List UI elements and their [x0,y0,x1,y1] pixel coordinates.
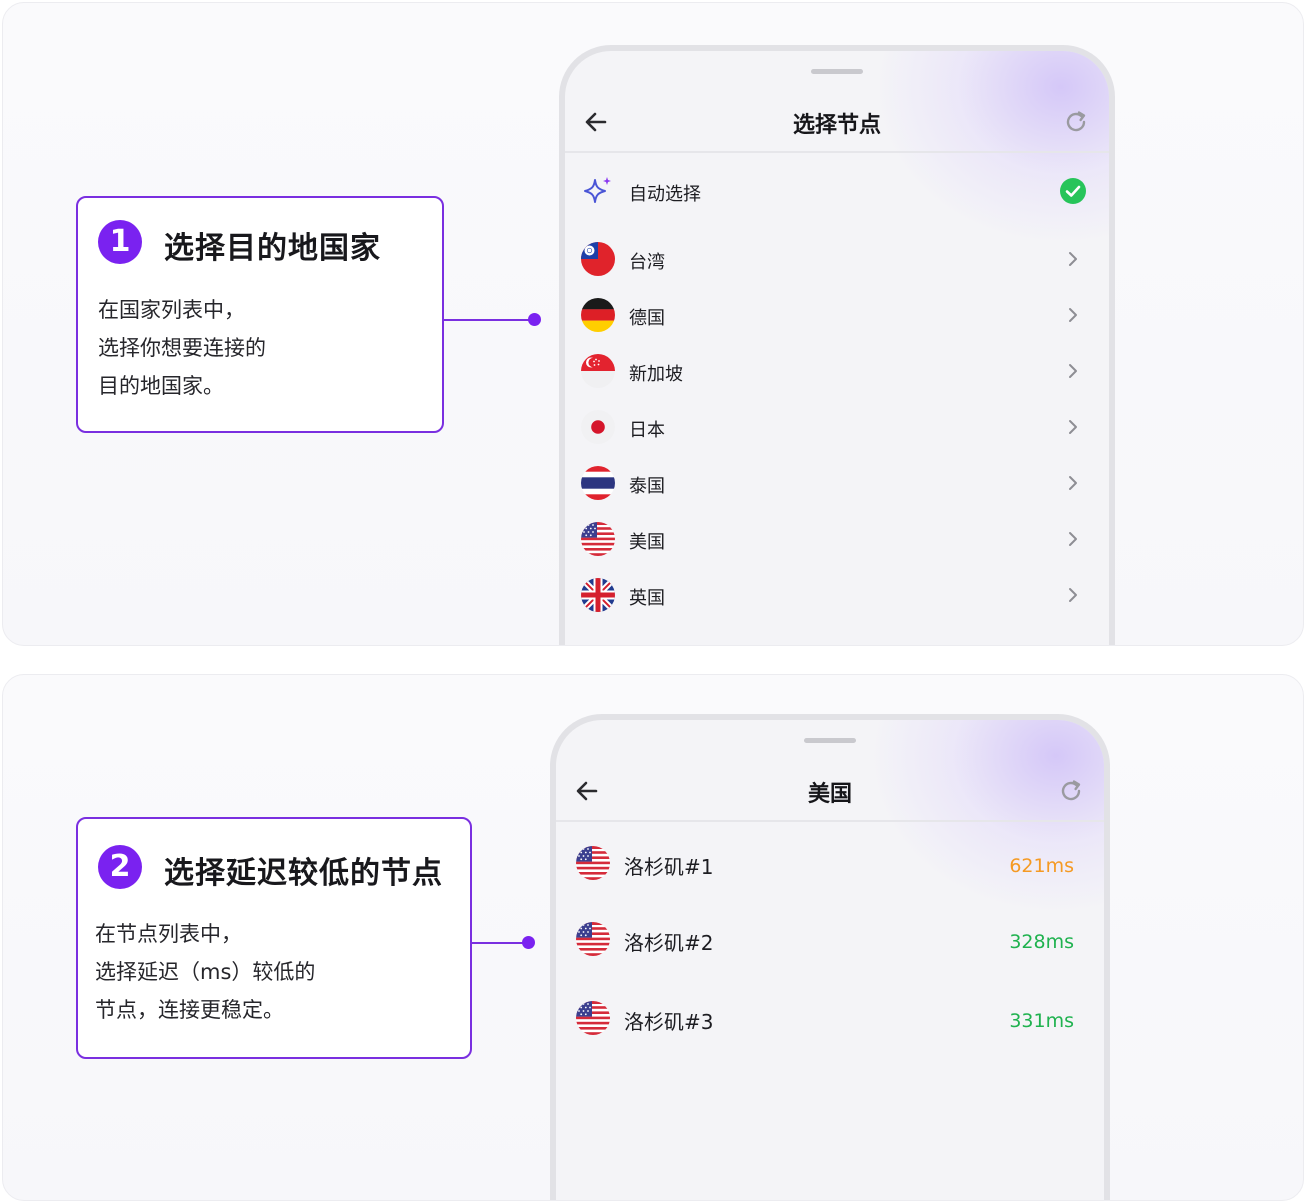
country-label: 英国 [629,588,665,609]
usa-flag-icon [581,522,615,556]
chevron-right-icon [1067,530,1079,548]
country-item-thailand[interactable]: 泰国 [565,458,1109,508]
uk-flag-icon [581,578,615,612]
germany-flag-icon [581,298,615,332]
step1-panel: 1 选择目的地国家 在国家列表中， 选择你想要连接的 目的地国家。 选择节点 自… [2,2,1304,646]
drag-handle[interactable] [804,738,856,743]
usa-flag-icon [576,1001,610,1035]
step2-connector-dot [522,936,535,949]
screen-header: 美国 [556,760,1104,820]
country-label: 德国 [629,308,665,329]
latency-value: 621ms [1009,855,1074,877]
latency-value: 328ms [1009,931,1074,953]
node-label: 洛杉矶#1 [624,855,714,879]
usa-flag-icon [576,846,610,880]
chevron-right-icon [1067,306,1079,324]
step2-callout-card: 2 选择延迟较低的节点 在节点列表中， 选择延迟（ms）较低的 节点，连接更稳定… [76,817,472,1059]
step2-title: 选择延迟较低的节点 [164,856,443,891]
node-select-screen: 选择节点 自动选择 台湾 [559,45,1115,645]
step1-title: 选择目的地国家 [164,231,381,266]
step1-connector-line [444,319,534,321]
chevron-right-icon [1067,362,1079,380]
step2-connector-line [472,942,528,944]
node-label: 洛杉矶#3 [624,1010,714,1034]
node-item-la-2[interactable]: 洛杉矶#2 328ms [556,917,1104,967]
drag-handle[interactable] [811,69,863,74]
singapore-flag-icon [581,354,615,388]
node-item-la-3[interactable]: 洛杉矶#3 331ms [556,996,1104,1046]
step1-callout-card: 1 选择目的地国家 在国家列表中， 选择你想要连接的 目的地国家。 [76,196,444,433]
country-label: 日本 [629,420,665,441]
step1-badge: 1 [98,220,142,264]
header-glow [874,720,1104,910]
country-label: 新加坡 [629,364,683,385]
country-item-usa[interactable]: 美国 [565,514,1109,564]
sparkle-icon [584,177,611,203]
usa-flag-icon [576,922,610,956]
country-item-germany[interactable]: 德国 [565,290,1109,340]
chevron-right-icon [1067,250,1079,268]
taiwan-flag-icon [581,242,615,276]
chevron-right-icon [1067,474,1079,492]
country-item-japan[interactable]: 日本 [565,402,1109,452]
screen-header: 选择节点 [565,91,1109,151]
country-item-singapore[interactable]: 新加坡 [565,346,1109,396]
chevron-right-icon [1067,418,1079,436]
step1-connector-dot [528,313,541,326]
country-label: 美国 [629,532,665,553]
latency-value: 331ms [1009,1010,1074,1032]
auto-select-label: 自动选择 [629,184,701,205]
screen-title: 选择节点 [792,113,881,138]
node-item-la-1[interactable]: 洛杉矶#1 621ms [556,841,1104,891]
auto-select-item[interactable]: 自动选择 [565,166,1109,216]
thailand-flag-icon [581,466,615,500]
country-label: 泰国 [629,476,665,497]
refresh-icon[interactable] [1058,778,1084,804]
screen-title: 美国 [807,782,852,807]
chevron-right-icon [1067,586,1079,604]
header-divider [565,151,1109,153]
refresh-icon[interactable] [1063,109,1089,135]
header-glow [879,51,1109,241]
header-divider [556,820,1104,822]
selected-check-icon [1060,178,1086,204]
server-node-screen: 美国 洛杉矶#1 621ms 洛杉矶#2 328ms 洛杉矶#3 331ms [550,714,1110,1200]
country-item-uk[interactable]: 英国 [565,570,1109,620]
step1-description: 在国家列表中， 选择你想要连接的 目的地国家。 [98,298,266,398]
step2-description: 在节点列表中， 选择延迟（ms）较低的 节点，连接更稳定。 [95,922,316,1022]
step2-panel: 2 选择延迟较低的节点 在节点列表中， 选择延迟（ms）较低的 节点，连接更稳定… [2,674,1304,1201]
country-label: 台湾 [629,252,665,273]
node-label: 洛杉矶#2 [624,931,714,955]
japan-flag-icon [581,410,615,444]
step2-badge: 2 [98,845,142,889]
country-item-taiwan[interactable]: 台湾 [565,234,1109,284]
